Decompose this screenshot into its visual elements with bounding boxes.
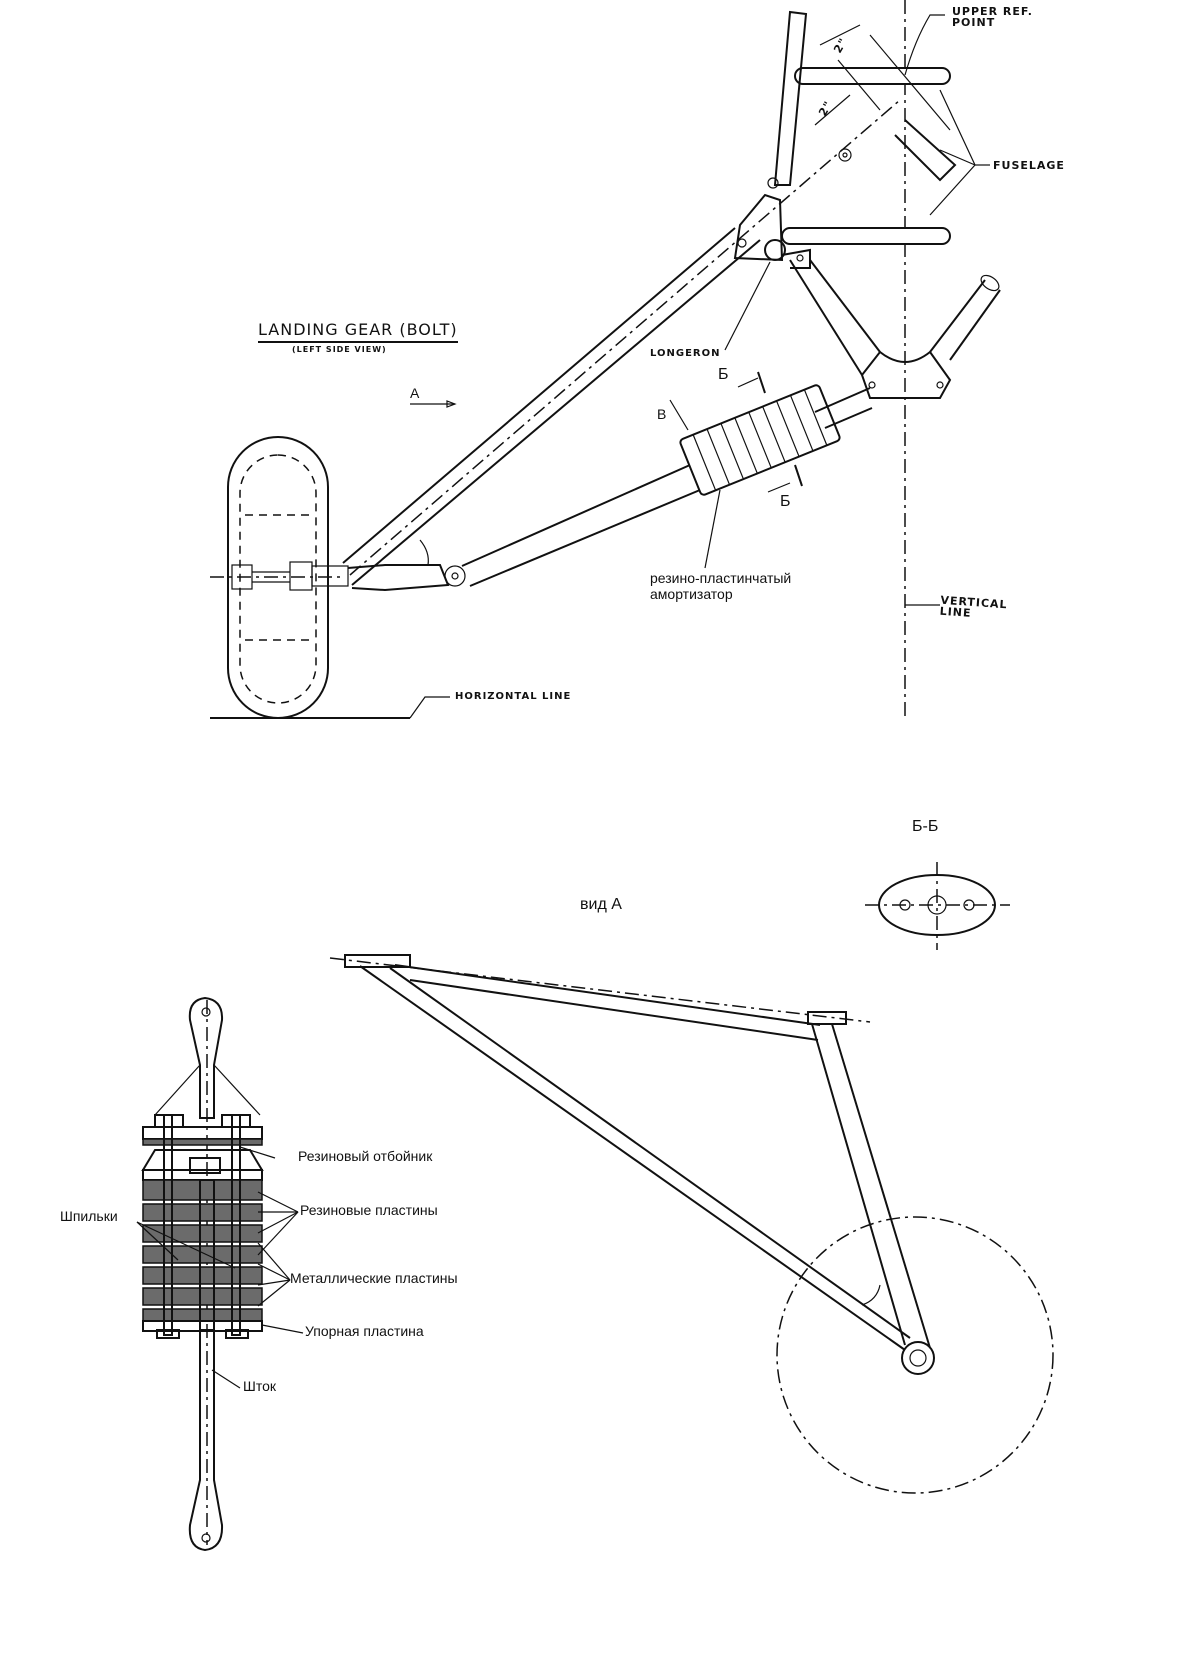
drawing-subtitle: (LEFT SIDE VIEW) xyxy=(292,345,387,354)
horizontal-reference-line xyxy=(210,696,450,719)
drawing-title: LANDING GEAR (BOLT) xyxy=(258,320,458,343)
lower-strut xyxy=(347,387,873,592)
fuselage-tubes xyxy=(733,10,957,269)
vertical-reference-line xyxy=(904,0,940,716)
upper-ref-line2: POINT xyxy=(952,16,996,29)
rod-label: Шток xyxy=(243,1378,276,1394)
main-strut xyxy=(342,99,901,586)
upper-ref-line1: UPPER REF. xyxy=(952,5,1033,18)
shock-absorber-side xyxy=(679,384,841,496)
view-v-arrow-label: В xyxy=(657,406,667,422)
view-a-drawing xyxy=(329,954,1054,1494)
view-a-arrow-label: A xyxy=(410,385,420,401)
section-bb-title: Б-Б xyxy=(912,818,939,835)
section-bb-drawing xyxy=(865,862,1010,950)
leaders xyxy=(410,14,990,569)
rubber-bumper-label: Резиновый отбойник xyxy=(298,1148,433,1164)
fuselage-label: FUSELAGE xyxy=(993,159,1065,172)
upper-ref-point-label: UPPER REF.POINT xyxy=(952,6,1033,28)
horizontal-line-label: HORIZONTAL LINE xyxy=(455,691,572,702)
rubber-plates-label: Резиновые пластины xyxy=(300,1202,438,1218)
view-a-title: вид А xyxy=(580,896,622,913)
section-mark-bottom: Б xyxy=(780,493,791,510)
shock-label-line1: резино-пластинчатый xyxy=(650,570,792,586)
rubber-plates-stack xyxy=(142,1179,263,1322)
section-mark-top: Б xyxy=(718,366,729,383)
shock-detail-drawing xyxy=(136,996,304,1552)
longeron-label: LONGERON xyxy=(650,348,721,359)
shock-label-line2: амортизатор xyxy=(650,586,733,602)
lower-fitting xyxy=(789,259,1001,399)
metal-plates-label: Металлические пластины xyxy=(290,1270,458,1286)
wheel-side xyxy=(210,436,349,719)
thrust-plate-label: Упорная пластина xyxy=(305,1323,424,1339)
studs-label: Шпильки xyxy=(60,1208,118,1224)
